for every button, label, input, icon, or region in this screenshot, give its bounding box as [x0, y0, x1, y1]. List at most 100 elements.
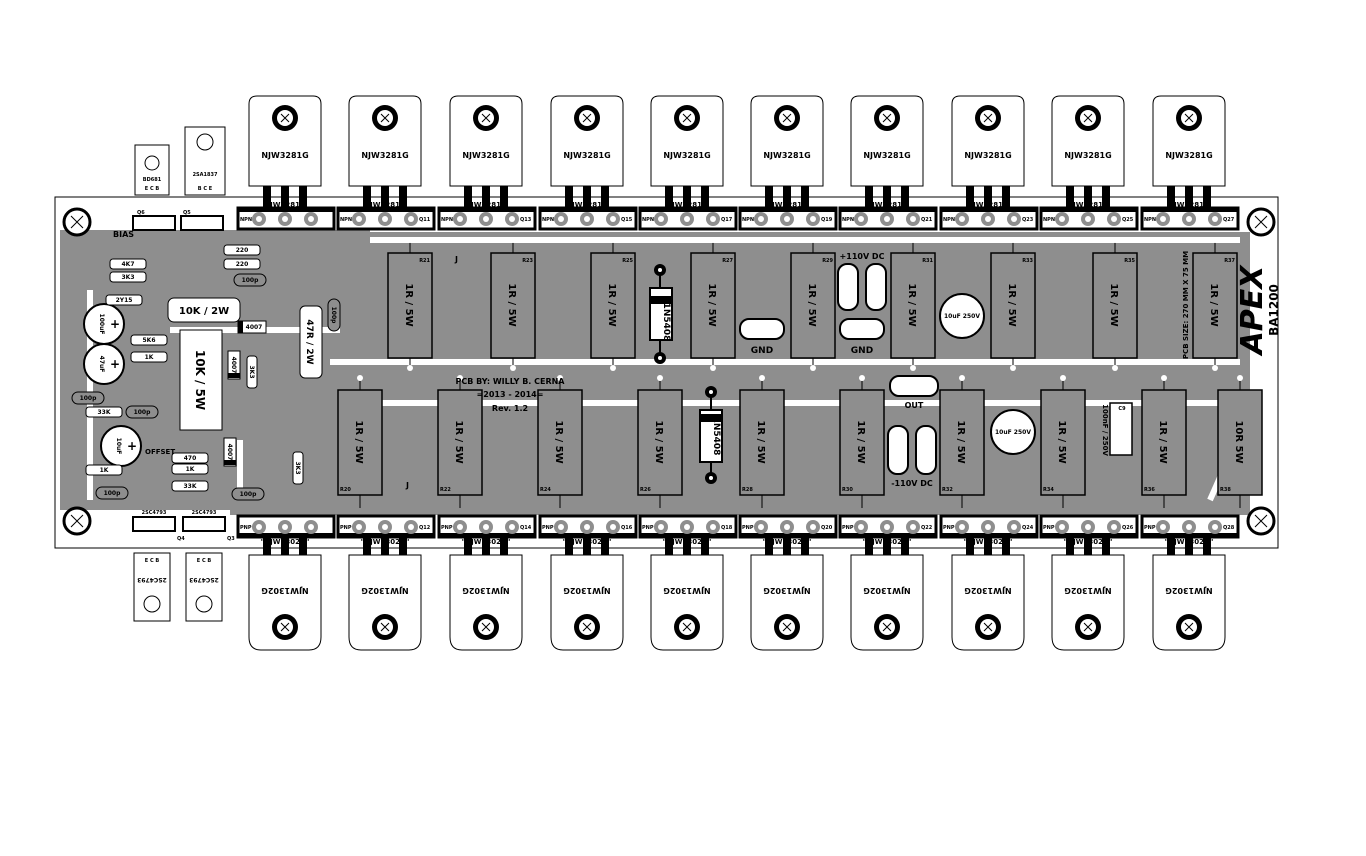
transistor-ref: Q24 — [1022, 525, 1034, 531]
resistor-value: 1R / 5W — [806, 283, 817, 326]
resistor-value: 1K — [145, 354, 154, 361]
transistor-type: NPN — [642, 217, 654, 223]
pad — [910, 237, 916, 243]
transistor-part: NJW1302G — [663, 586, 710, 595]
transistor-lead — [1002, 185, 1010, 214]
resistor-ref: R31 — [922, 258, 933, 264]
resistor-ref: R20 — [340, 487, 351, 493]
transistor-lead — [984, 535, 992, 560]
transistor-lead — [1084, 185, 1092, 214]
gnd-label-1: GND — [751, 346, 773, 356]
gnd-label-2: GND — [851, 346, 873, 356]
resistor-body — [490, 252, 536, 359]
transistor-lead — [1185, 185, 1193, 214]
driver-component: 47uF+ — [98, 356, 120, 373]
pad — [657, 375, 663, 381]
transistor-body — [449, 95, 523, 187]
diode-value: 4007 — [246, 324, 263, 331]
capacitor-value: 100p — [240, 491, 258, 498]
resistor-ref: R34 — [1043, 487, 1054, 493]
transistor-lead — [865, 535, 873, 560]
pad — [1237, 375, 1243, 381]
branding: APEX BA1200 PCB SIZE: 270 MM X 75 MM — [1182, 251, 1281, 359]
out-label: OUT — [905, 401, 924, 410]
transistor-part: NJW1302G — [563, 586, 610, 595]
pad — [1212, 237, 1218, 243]
transistor-ref: Q22 — [921, 525, 933, 531]
transistor-lead — [601, 185, 609, 214]
resistor-value: 5K6 — [143, 337, 156, 344]
q3-ref: Q3 — [227, 536, 235, 542]
resistor-ref: R35 — [1124, 258, 1135, 264]
resistor-value: 3K3 — [294, 462, 301, 475]
driver-component: 220 — [223, 258, 261, 270]
resistor-ref: R38 — [1220, 487, 1231, 493]
resistor-value: 1K — [100, 467, 109, 474]
capacitor-body — [327, 298, 341, 332]
driver-component: 4007 — [227, 350, 241, 380]
capacitor-value: 100p — [80, 395, 98, 402]
transistor-part: NJW1302G — [462, 586, 509, 595]
q5-ref: Q5 — [183, 210, 191, 216]
driver-component: 470 — [171, 452, 209, 464]
resistor-ref: R21 — [419, 258, 430, 264]
transistor-lead — [1066, 185, 1074, 214]
resistor-body — [1141, 389, 1187, 496]
transistor-lead — [984, 185, 992, 214]
transistor-ref: Q16 — [621, 525, 633, 531]
transistor-type: PNP — [742, 525, 754, 531]
transistor-lead — [901, 535, 909, 560]
brand-logo: APEX — [1235, 264, 1270, 357]
resistor-body — [890, 252, 936, 359]
transistor-part: NJW3281G — [563, 151, 610, 160]
transistor-lead — [1002, 535, 1010, 560]
transistor-lead — [583, 535, 591, 560]
capacitor-value: 100p — [134, 409, 152, 416]
resistor-value: 1R / 5W — [706, 283, 717, 326]
transistor-ref: Q18 — [721, 525, 733, 531]
driver-component: 3K3 — [246, 355, 258, 389]
q4-part: 2SC4793 — [137, 576, 167, 583]
resistor-body — [1040, 389, 1086, 496]
transistor-lead — [701, 185, 709, 214]
resistor-body — [690, 252, 736, 359]
transistor-lead — [381, 535, 389, 560]
transistor-lead — [783, 185, 791, 214]
pad — [710, 365, 716, 371]
size-note: PCB SIZE: 270 MM X 75 MM — [1182, 251, 1190, 359]
transistor-body — [1051, 554, 1125, 651]
resistor-value: 10R 5W — [1233, 420, 1244, 463]
pad — [1212, 365, 1218, 371]
transistor-ref: Q25 — [1122, 217, 1134, 223]
model-label: BA1200 — [1267, 284, 1281, 336]
driver-component: 3K3 — [109, 271, 147, 283]
cap3-value: 100nF / 250V — [1101, 404, 1109, 456]
transistor-lead — [901, 185, 909, 214]
transistor-body — [750, 95, 824, 187]
credit-text: PCB BY: WILLY B. CERNA — [456, 377, 566, 386]
resistor-body — [739, 389, 785, 496]
transistor-lead — [299, 535, 307, 560]
transistor-body — [449, 554, 523, 651]
electrolytic-value: 10uF — [115, 438, 122, 455]
resistor-body — [130, 351, 168, 363]
resistor-body — [1192, 252, 1238, 359]
q3-part-top: 2SC4793 — [192, 510, 217, 516]
driver-component: 1K — [171, 463, 209, 475]
polarity-plus-icon: + — [110, 317, 120, 331]
pad — [1010, 237, 1016, 243]
transistor-body — [850, 95, 924, 187]
